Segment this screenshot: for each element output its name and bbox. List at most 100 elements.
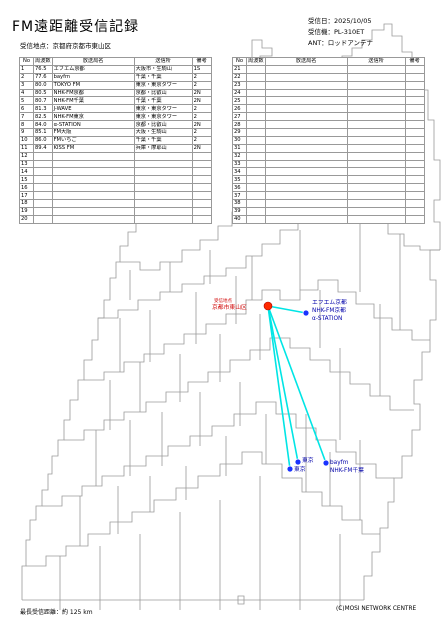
cell-station bbox=[51, 214, 135, 224]
header-remarks: 備考 bbox=[404, 57, 425, 66]
cell-remarks: 2 bbox=[191, 80, 212, 90]
station-marker-tokyo-b[interactable] bbox=[286, 465, 294, 473]
cell-no: 27 bbox=[232, 112, 247, 122]
cell-remarks bbox=[404, 135, 425, 145]
cell-station: NHK-FM千葉 bbox=[51, 96, 135, 106]
cell-remarks bbox=[404, 104, 425, 114]
cell-freq bbox=[246, 214, 266, 224]
cell-remarks: 2N bbox=[191, 96, 212, 106]
cell-station bbox=[264, 135, 348, 145]
cell-remarks bbox=[404, 167, 425, 177]
cell-tx: 京都・比叡山 bbox=[133, 88, 193, 98]
cell-freq bbox=[246, 88, 266, 98]
cell-tx bbox=[346, 214, 406, 224]
cell-station bbox=[264, 88, 348, 98]
cell-freq bbox=[246, 167, 266, 177]
map-region-west bbox=[21, 195, 151, 600]
cell-tx: 東京・東京タワー bbox=[133, 112, 193, 122]
cell-remarks bbox=[404, 175, 425, 185]
table-row: 28 bbox=[232, 120, 425, 130]
cell-no: 15 bbox=[19, 175, 34, 185]
map-boundary-3 bbox=[84, 279, 430, 381]
cell-freq bbox=[33, 167, 53, 177]
cell-no: 12 bbox=[19, 151, 34, 161]
cell-remarks bbox=[404, 199, 425, 208]
cell-station bbox=[264, 159, 348, 169]
cell-tx bbox=[346, 167, 406, 177]
cell-tx: 大阪・生駒山 bbox=[133, 128, 193, 137]
map-boundary-7 bbox=[79, 206, 401, 546]
cell-station bbox=[51, 167, 135, 177]
cell-station: FMいちご bbox=[51, 135, 135, 145]
cell-tx: 千葉・千葉 bbox=[133, 135, 193, 145]
cell-remarks: 2N bbox=[191, 143, 212, 153]
cell-station bbox=[264, 64, 348, 74]
header-freq: 周波数 bbox=[33, 57, 53, 66]
table-row: 26 bbox=[232, 104, 425, 114]
cell-station bbox=[264, 72, 348, 82]
cell-remarks bbox=[404, 112, 425, 122]
table-row: 37 bbox=[232, 191, 425, 201]
cell-remarks bbox=[404, 72, 425, 82]
station-marker-tokyo-a[interactable] bbox=[294, 458, 302, 466]
cell-freq: 80.0 bbox=[33, 80, 53, 90]
cell-freq: 85.1 bbox=[33, 128, 53, 137]
cell-remarks bbox=[404, 128, 425, 137]
cell-freq bbox=[246, 64, 266, 74]
cell-remarks bbox=[404, 183, 425, 193]
cell-freq bbox=[33, 199, 53, 208]
table-row: 35 bbox=[232, 175, 425, 185]
max-distance-note: 最長受信距離：約 125 km bbox=[20, 609, 93, 616]
header-no: No bbox=[19, 57, 34, 66]
cell-tx bbox=[346, 191, 406, 201]
cell-tx bbox=[346, 151, 406, 161]
cell-station bbox=[264, 104, 348, 114]
cell-freq bbox=[246, 183, 266, 193]
cell-tx: 大阪市・生駒山 bbox=[133, 64, 193, 74]
cell-station bbox=[51, 159, 135, 169]
table-row: 18 bbox=[19, 199, 212, 208]
station-label-tokyo-a: 東京 bbox=[302, 456, 314, 464]
cell-no: 39 bbox=[232, 206, 247, 216]
cell-freq bbox=[246, 120, 266, 130]
reception-point-marker[interactable] bbox=[263, 301, 273, 311]
cell-remarks bbox=[191, 159, 212, 169]
table-row: 38 bbox=[232, 199, 425, 208]
cell-remarks: 1S bbox=[191, 64, 212, 74]
cell-tx bbox=[133, 206, 193, 216]
cell-station bbox=[51, 175, 135, 185]
table-row: 17 bbox=[19, 191, 212, 201]
table-row: 15 bbox=[19, 175, 212, 185]
cell-remarks: 2 bbox=[191, 128, 212, 137]
cell-freq bbox=[33, 159, 53, 169]
map-outline bbox=[21, 23, 441, 610]
cell-station bbox=[51, 191, 135, 201]
cell-no: 5 bbox=[19, 96, 34, 106]
table-row: 36 bbox=[232, 183, 425, 193]
cell-no: 19 bbox=[19, 206, 34, 216]
cell-no: 7 bbox=[19, 112, 34, 122]
cell-tx bbox=[346, 72, 406, 82]
cell-station: NHK-FM東京 bbox=[51, 112, 135, 122]
station-marker-kyoto[interactable] bbox=[302, 309, 310, 317]
cell-remarks bbox=[404, 214, 425, 224]
cell-station bbox=[264, 175, 348, 185]
cell-freq bbox=[246, 128, 266, 137]
cell-station bbox=[264, 96, 348, 106]
cell-freq bbox=[246, 72, 266, 82]
cell-tx: 京都・比叡山 bbox=[133, 120, 193, 130]
cell-remarks: 2 bbox=[191, 104, 212, 114]
cell-tx bbox=[133, 191, 193, 201]
reception-date: 受信日：2025/10/05 bbox=[308, 17, 372, 25]
table-row: 40 bbox=[232, 214, 425, 224]
cell-remarks bbox=[404, 151, 425, 161]
station-marker-chiba[interactable] bbox=[322, 459, 330, 467]
header-station: 放送局名 bbox=[264, 57, 348, 66]
cell-station bbox=[51, 199, 135, 208]
